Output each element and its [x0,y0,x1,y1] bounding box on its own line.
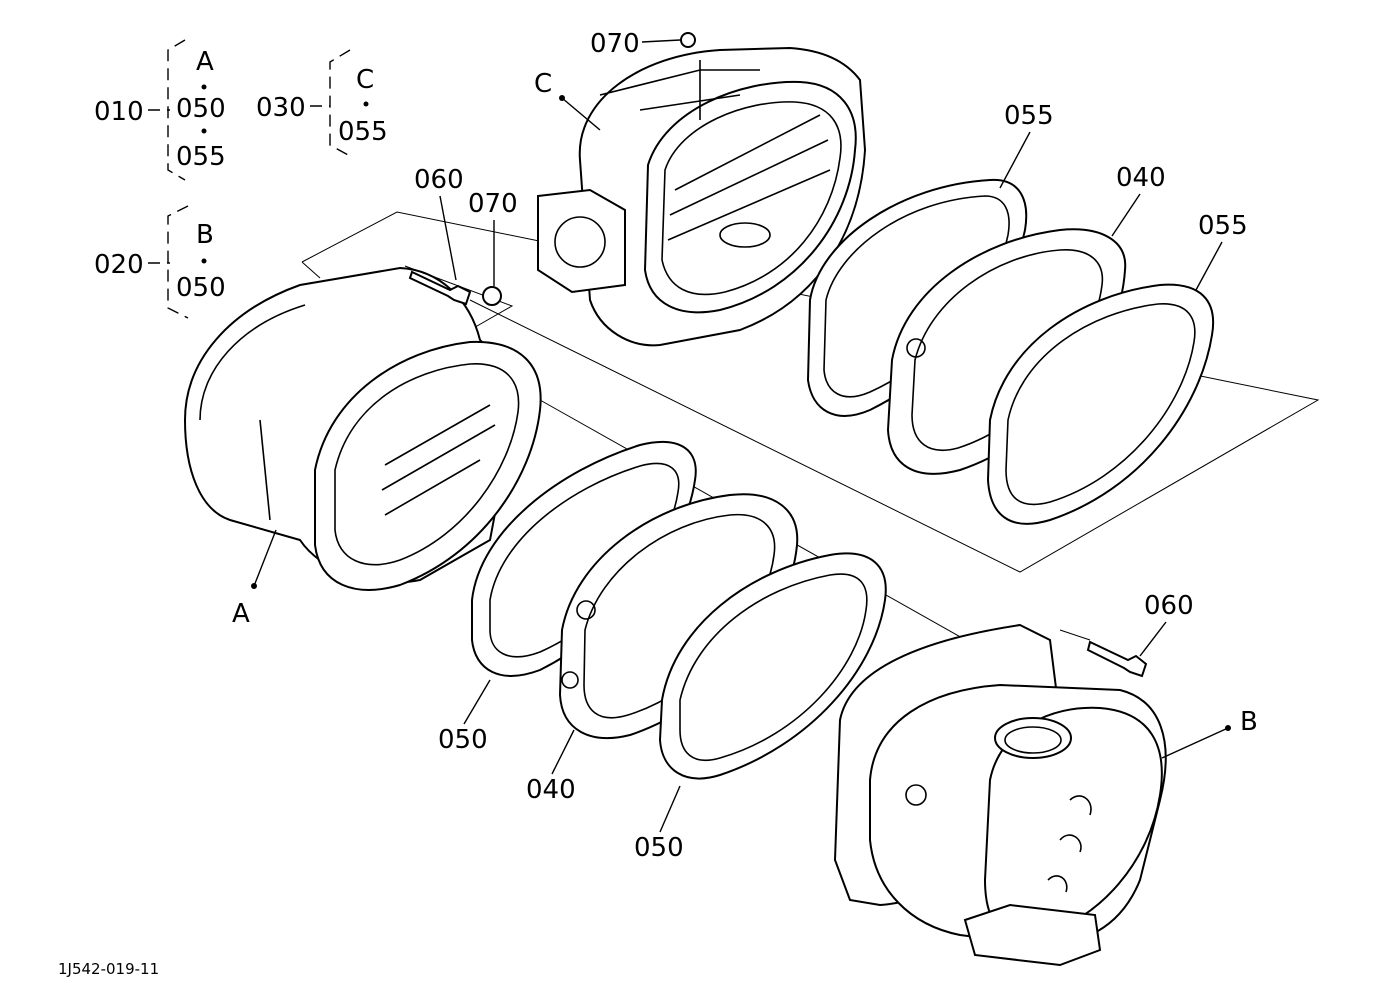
inlet-housing-opening [661,101,842,296]
group-030-dot-1 [363,101,369,107]
leader-060-right [1139,621,1167,657]
gasket-050-mid [471,440,697,677]
group-030: 030 C 055 [256,49,388,157]
group-020-part-number: 020 [94,250,144,280]
leader-ref-c [561,97,601,131]
filter-core-flange [314,340,542,591]
gasket-050-lower-inner [679,573,868,762]
spacer-040-lower-sensor-port [576,600,596,620]
spacer-040-upper [886,228,1127,475]
group-020: 020 B 050 [94,205,226,319]
callout-050-mid: 050 [438,725,488,755]
gasket-055-upper-inner [823,195,1010,398]
callout-040-lower: 040 [526,775,576,805]
callout-040-upper: 040 [1116,163,1166,193]
inlet-housing-flange [643,80,857,314]
gasket-050-lower [658,552,887,780]
filter-core-mesh [381,404,496,516]
leader-040-lower [551,729,575,775]
group-020-item-2: 050 [176,273,226,303]
filter-core-a [183,266,542,591]
spacer-040-upper-inner [911,249,1104,451]
gasket-055-right-inner [1005,303,1196,506]
group-010-dot-1 [201,84,207,90]
callout-070-left: 070 [468,189,518,219]
filter-core-bands [199,304,306,541]
inlet-housing-mesh [667,114,831,241]
callout-060-right: 060 [1144,591,1194,621]
group-030-bracket [310,49,351,157]
spacer-040-lower-sensor-port-2 [561,671,579,689]
inlet-housing-logo [719,222,771,248]
group-030-item-1: C [356,65,374,95]
inlet-port-bore [554,216,606,268]
group-010-part-number: 010 [94,97,144,127]
inlet-housing-c [537,46,867,347]
spacer-040-lower-inner [583,513,776,719]
group-020-dot-1 [201,258,207,264]
bolt-alignment-frame [301,261,514,331]
nut-070-left [482,286,502,306]
outlet-muffler-sensor-port [905,784,927,806]
callout-070-top: 070 [590,29,640,59]
filter-core-face [334,363,520,566]
outlet-muffler-b [833,623,1167,967]
bolt-060-right [1086,640,1148,678]
spacer-040-lower [558,493,799,740]
leader-055-right [1195,241,1223,291]
bolt-060-left [408,270,472,306]
group-010-item-2: 050 [176,94,226,124]
leader-060-left [439,195,457,281]
group-010-dot-2 [201,128,207,134]
spacer-040-upper-sensor-port [906,338,926,358]
leader-050-mid [463,679,491,725]
nut-070-top [680,32,696,48]
group-010: 010 A 050 055 [94,39,226,181]
callouts: 070 C 055 040 055 060 070 A 050 040 050 … [232,29,1258,863]
leader-070-top [641,39,681,43]
group-030-part-number: 030 [256,93,306,123]
leader-ref-b [1161,727,1229,759]
callout-ref-b: B [1240,707,1258,737]
gasket-055-right [986,283,1215,525]
leader-ref-a [253,529,277,587]
callout-055-upper: 055 [1004,101,1054,131]
group-020-bracket [148,205,189,319]
leader-040-upper [1111,193,1141,237]
group-030-item-2: 055 [338,117,388,147]
upper-alignment-frame [301,211,1320,573]
gasket-055-upper [806,178,1028,417]
callout-ref-a: A [232,599,250,629]
callout-055-right: 055 [1198,211,1248,241]
group-010-bracket [148,39,186,181]
outlet-muffler-pipe [994,717,1072,759]
leader-050-lower [659,785,681,833]
outlet-muffler-cap-slots [1047,795,1092,893]
leader-055-upper [999,131,1031,189]
gasket-050-mid-inner [489,462,680,658]
outlet-muffler-foot [963,903,1102,967]
group-010-item-1: A [196,47,214,77]
drawing-id: 1J542-019-11 [58,960,159,978]
alignment-lines [301,211,1320,649]
inlet-housing-bands [599,60,760,120]
outlet-muffler-pipe-bore [1004,726,1062,754]
callout-060-left: 060 [414,165,464,195]
callout-050-lower: 050 [634,833,684,863]
callout-ref-c: C [534,69,552,99]
group-010-item-3: 055 [176,142,226,172]
inlet-port-flange [537,188,626,294]
group-020-item-1: B [196,220,214,250]
